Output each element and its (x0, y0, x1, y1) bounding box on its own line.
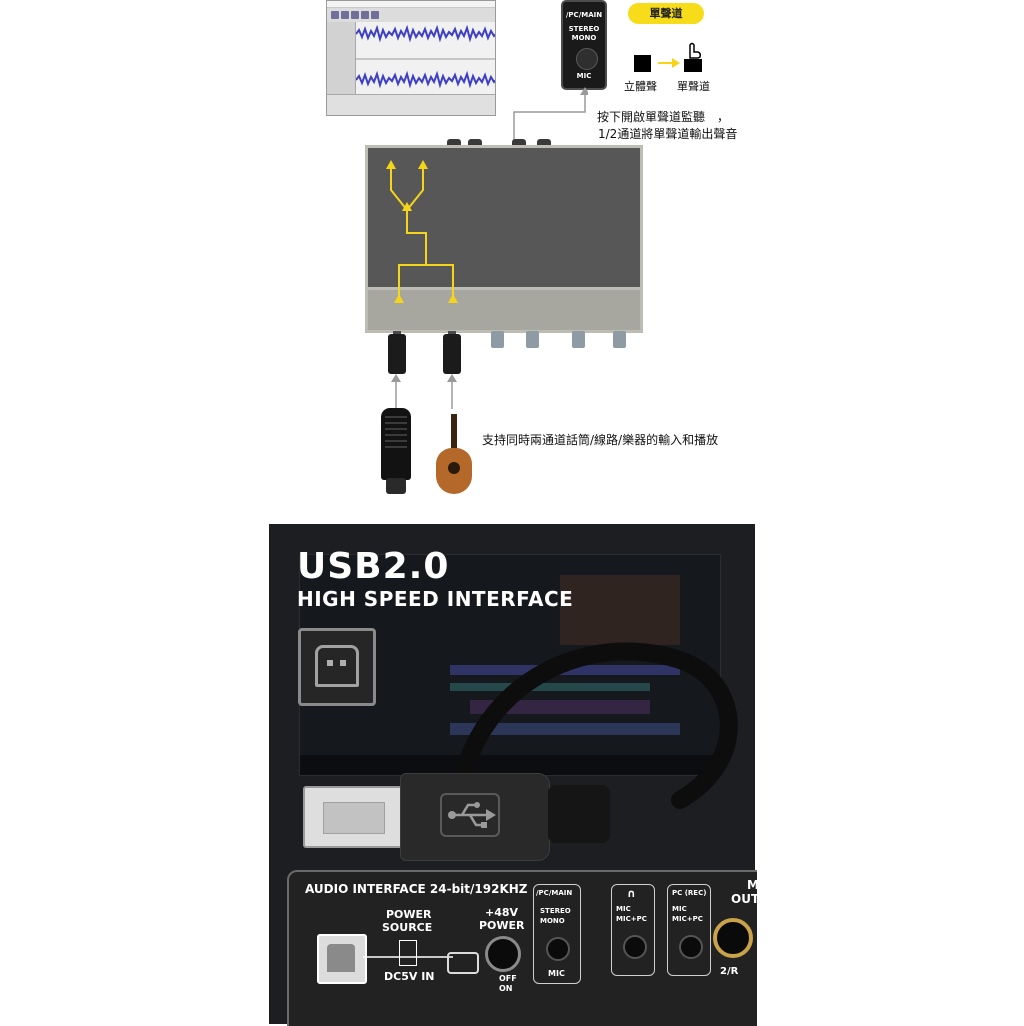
device-knob-top (468, 139, 482, 146)
sw2-micpc-label: MIC+PC (616, 915, 647, 923)
microphone-base (386, 478, 406, 494)
power-select-line (363, 956, 453, 958)
mono-note-line1: 按下開啟單聲道監聽 ， (597, 110, 730, 124)
power-source-label-1: POWER (386, 908, 432, 921)
power-source-label-2: SOURCE (382, 921, 433, 934)
device-output-jack (526, 331, 539, 348)
daw-menubar (327, 1, 495, 8)
sw2-knob (623, 935, 647, 959)
microphone-image (381, 408, 411, 480)
selector-bottom-label: MIC (576, 72, 592, 80)
phantom-off-label: OFF (499, 974, 517, 983)
sw3-top-label: PC (REC) (672, 889, 707, 897)
device-output-jack (491, 331, 504, 348)
usb-b-connector-metal (303, 786, 403, 848)
phantom-power-button (485, 936, 521, 972)
monitor-switch-box: /PC/MAIN STEREO MONO MIC (533, 884, 581, 984)
selector-top-label: /PC/MAIN (565, 11, 603, 19)
rec-switch-box: PC (REC) MIC MIC+PC (667, 884, 711, 976)
sw1-bottom-label: MIC (548, 969, 565, 978)
waveform-graphic (355, 24, 495, 89)
stereo-square-icon (634, 55, 651, 72)
device-front-panel (365, 290, 643, 333)
usb-cable (451, 642, 738, 809)
panel-model-label: AUDIO INTERFACE 24-bit/192KHZ (305, 882, 528, 896)
xlr-plug-2 (443, 334, 461, 374)
input-arrows (391, 374, 457, 409)
usb-b-port-icon (298, 628, 376, 706)
phantom-label-2: POWER (479, 919, 525, 932)
dc-in-label: DC5V IN (384, 970, 435, 983)
press-hand-icon (684, 42, 702, 72)
usb-b-port (317, 934, 367, 984)
signal-flow-diagram (386, 160, 458, 303)
sw1-top-label: /PC/MAIN (536, 889, 573, 897)
guitar-neck (451, 414, 457, 454)
stereo-label: 立體聲 (624, 80, 657, 93)
sw3-mic-label: MIC (672, 905, 687, 913)
mode-pill: 單聲道 (628, 3, 704, 24)
selector-knob (576, 48, 598, 70)
headphone-icon: ∩ (627, 887, 636, 900)
usb-b-connector-body (400, 773, 550, 861)
selector-mono-label: MONO (571, 34, 597, 42)
sw1-mono-label: MONO (540, 917, 565, 925)
mono-note-line2: 1/2通道將單聲道輸出聲音 (598, 127, 738, 141)
out-bottom-label: 2/R (720, 966, 739, 977)
interface-rear-panel: AUDIO INTERFACE 24-bit/192KHZ POWER SOUR… (287, 870, 760, 1026)
device-output-jack (613, 331, 626, 348)
phantom-label-1: +48V (485, 906, 519, 919)
xlr-plug-1 (388, 334, 406, 374)
daw-status-bar (327, 94, 495, 115)
daw-track-headers (327, 22, 356, 96)
device-knob-top (537, 139, 551, 146)
mono-label: 單聲道 (677, 80, 710, 93)
connector-line (513, 87, 588, 148)
usb-cable-collar (548, 785, 610, 843)
selector-stereo-label: STEREO (568, 25, 600, 33)
monitor-selector-closeup: /PC/MAIN STEREO MONO MIC (561, 0, 607, 90)
power-switch (399, 940, 417, 966)
sw1-knob (546, 937, 570, 961)
usb-subheadline: HIGH SPEED INTERFACE (297, 587, 574, 611)
phantom-on-label: ON (499, 984, 513, 993)
sw1-stereo-label: STEREO (540, 907, 571, 915)
daw-screenshot (326, 0, 496, 116)
device-output-jack (572, 331, 585, 348)
arrow-right-icon (658, 58, 680, 68)
daw-waveform-area (355, 22, 495, 96)
output-jack (713, 918, 753, 958)
daw-toolbar (327, 8, 495, 23)
usb-headline: USB2.0 (297, 546, 450, 587)
sw3-knob (679, 935, 703, 959)
device-knob-top (512, 139, 526, 146)
usb-icon (440, 793, 500, 837)
out-label-2: OUT (731, 892, 760, 906)
dual-input-note: 支持同時兩通道話筒/線路/樂器的輸入和播放 (482, 433, 719, 447)
sw3-micpc-label: MIC+PC (672, 915, 703, 923)
guitar-image (436, 448, 472, 494)
micro-usb-port (447, 952, 479, 974)
headphone-switch-box: ∩ MIC MIC+PC (611, 884, 655, 976)
sw2-mic-label: MIC (616, 905, 631, 913)
out-label-1: M (747, 878, 759, 892)
device-knob-top (447, 139, 461, 146)
audio-interface-device (365, 139, 643, 348)
